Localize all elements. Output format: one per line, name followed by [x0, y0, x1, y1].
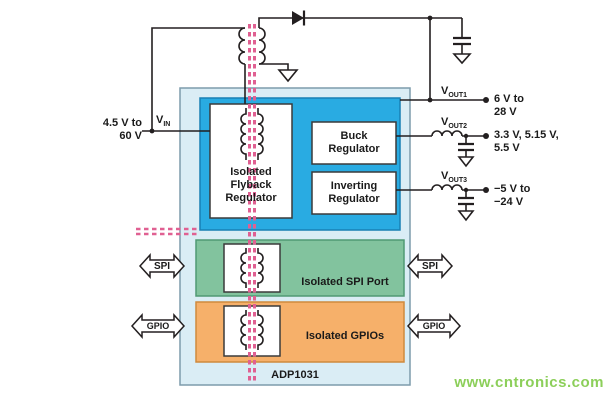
spi-right-arrow	[406, 253, 454, 279]
spi-right-label: SPI	[421, 261, 439, 272]
vout2-range: 3.3 V, 5.15 V, 5.5 V	[494, 129, 559, 154]
spi-left-arrow	[138, 253, 186, 279]
flyback-transformer-icon	[240, 108, 264, 160]
vout1-pin-sub: OUT1	[448, 92, 468, 100]
gpio-right-arrow	[406, 313, 462, 339]
vin-pin-sub: IN	[163, 121, 171, 129]
watermark: www.cntronics.com	[454, 374, 604, 391]
buck-label: Buck Regulator	[328, 130, 380, 155]
secondary-ground-wire	[259, 63, 289, 70]
vout3-pin-v: V	[441, 170, 449, 182]
top-transformer-icon	[238, 27, 266, 65]
inverting-label: Inverting Regulator	[328, 180, 380, 205]
wires	[142, 17, 486, 211]
gpio-left-label: GPIO	[146, 321, 170, 331]
gpio-left-arrow	[130, 313, 186, 339]
inductor-icon-vout2	[431, 130, 463, 137]
vout3-pin-sub: OUT3	[448, 177, 468, 185]
vout1-range: 6 V to 28 V	[494, 93, 524, 118]
ground-icon-top-cap	[452, 53, 472, 65]
isolation-barrier	[136, 24, 256, 383]
chip-name-label: ADP1031	[271, 369, 319, 381]
vout2-pin-sub: OUT2	[448, 123, 468, 131]
capacitor-icon-vout3	[458, 196, 474, 206]
vout2-pin-v: V	[441, 116, 449, 128]
secondary-output-wire	[258, 17, 462, 28]
capacitor-icon-vout2	[458, 142, 474, 152]
gpio-transformer-icon	[240, 310, 264, 350]
spi-transformer-box	[223, 243, 281, 293]
primary-top-wire	[151, 27, 245, 131]
flyback-label: Isolated Flyback Regulator	[225, 166, 277, 204]
diode-icon	[292, 10, 306, 26]
input-voltage-range: 4.5 V to 60 V	[102, 117, 142, 142]
junction-dots	[149, 15, 489, 193]
gpio-transformer-box	[223, 305, 281, 357]
inverting-box	[311, 171, 397, 215]
spi-left-label: SPI	[153, 261, 171, 272]
vout2-pin-label: VOUT2	[441, 116, 467, 133]
ground-icon-secondary	[277, 69, 299, 83]
vout3-pin-label: VOUT3	[441, 170, 467, 187]
ground-icon-vout2	[457, 156, 475, 168]
spi-port-label: Isolated SPI Port	[301, 276, 389, 288]
gpios-label: Isolated GPIOs	[305, 330, 385, 342]
inductor-icon-vout3	[431, 184, 463, 191]
gpio-right-label: GPIO	[422, 321, 446, 331]
spi-transformer-icon	[240, 248, 264, 288]
buck-box	[311, 121, 397, 165]
ground-icon-vout3	[457, 210, 475, 222]
vin-pin-label: VIN	[156, 114, 170, 131]
vout3-wire	[396, 189, 486, 211]
vin-pin-v: V	[156, 114, 164, 126]
vout2-wire	[396, 135, 486, 157]
vout3-range: −5 V to −24 V	[494, 183, 531, 208]
vout1-pin-v: V	[441, 85, 449, 97]
vout1-pin-label: VOUT1	[441, 85, 467, 102]
capacitor-icon-top	[453, 36, 471, 46]
